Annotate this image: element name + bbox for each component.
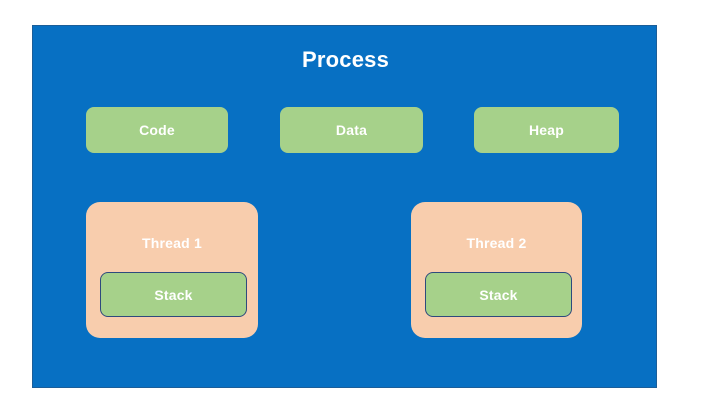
segment-box-heap: Heap — [474, 107, 619, 153]
stack-label-thread-1: Stack — [154, 286, 193, 303]
segment-label-code: Code — [139, 122, 175, 138]
process-container: Process Code Data Heap Thread 1 Stack Th… — [32, 25, 657, 388]
thread-label-2: Thread 2 — [466, 235, 527, 251]
segment-box-data: Data — [280, 107, 423, 153]
stack-box-thread-2: Stack — [425, 272, 572, 317]
stack-label-thread-2: Stack — [479, 286, 518, 303]
thread-box-1: Thread 1 Stack — [86, 202, 258, 338]
thread-label-1: Thread 1 — [142, 235, 202, 251]
segment-label-heap: Heap — [528, 122, 565, 138]
segment-label-data: Data — [335, 122, 368, 138]
stack-box-thread-1: Stack — [100, 272, 247, 317]
process-title: Process — [301, 47, 389, 72]
segment-box-code: Code — [86, 107, 228, 153]
thread-box-2: Thread 2 Stack — [411, 202, 582, 338]
